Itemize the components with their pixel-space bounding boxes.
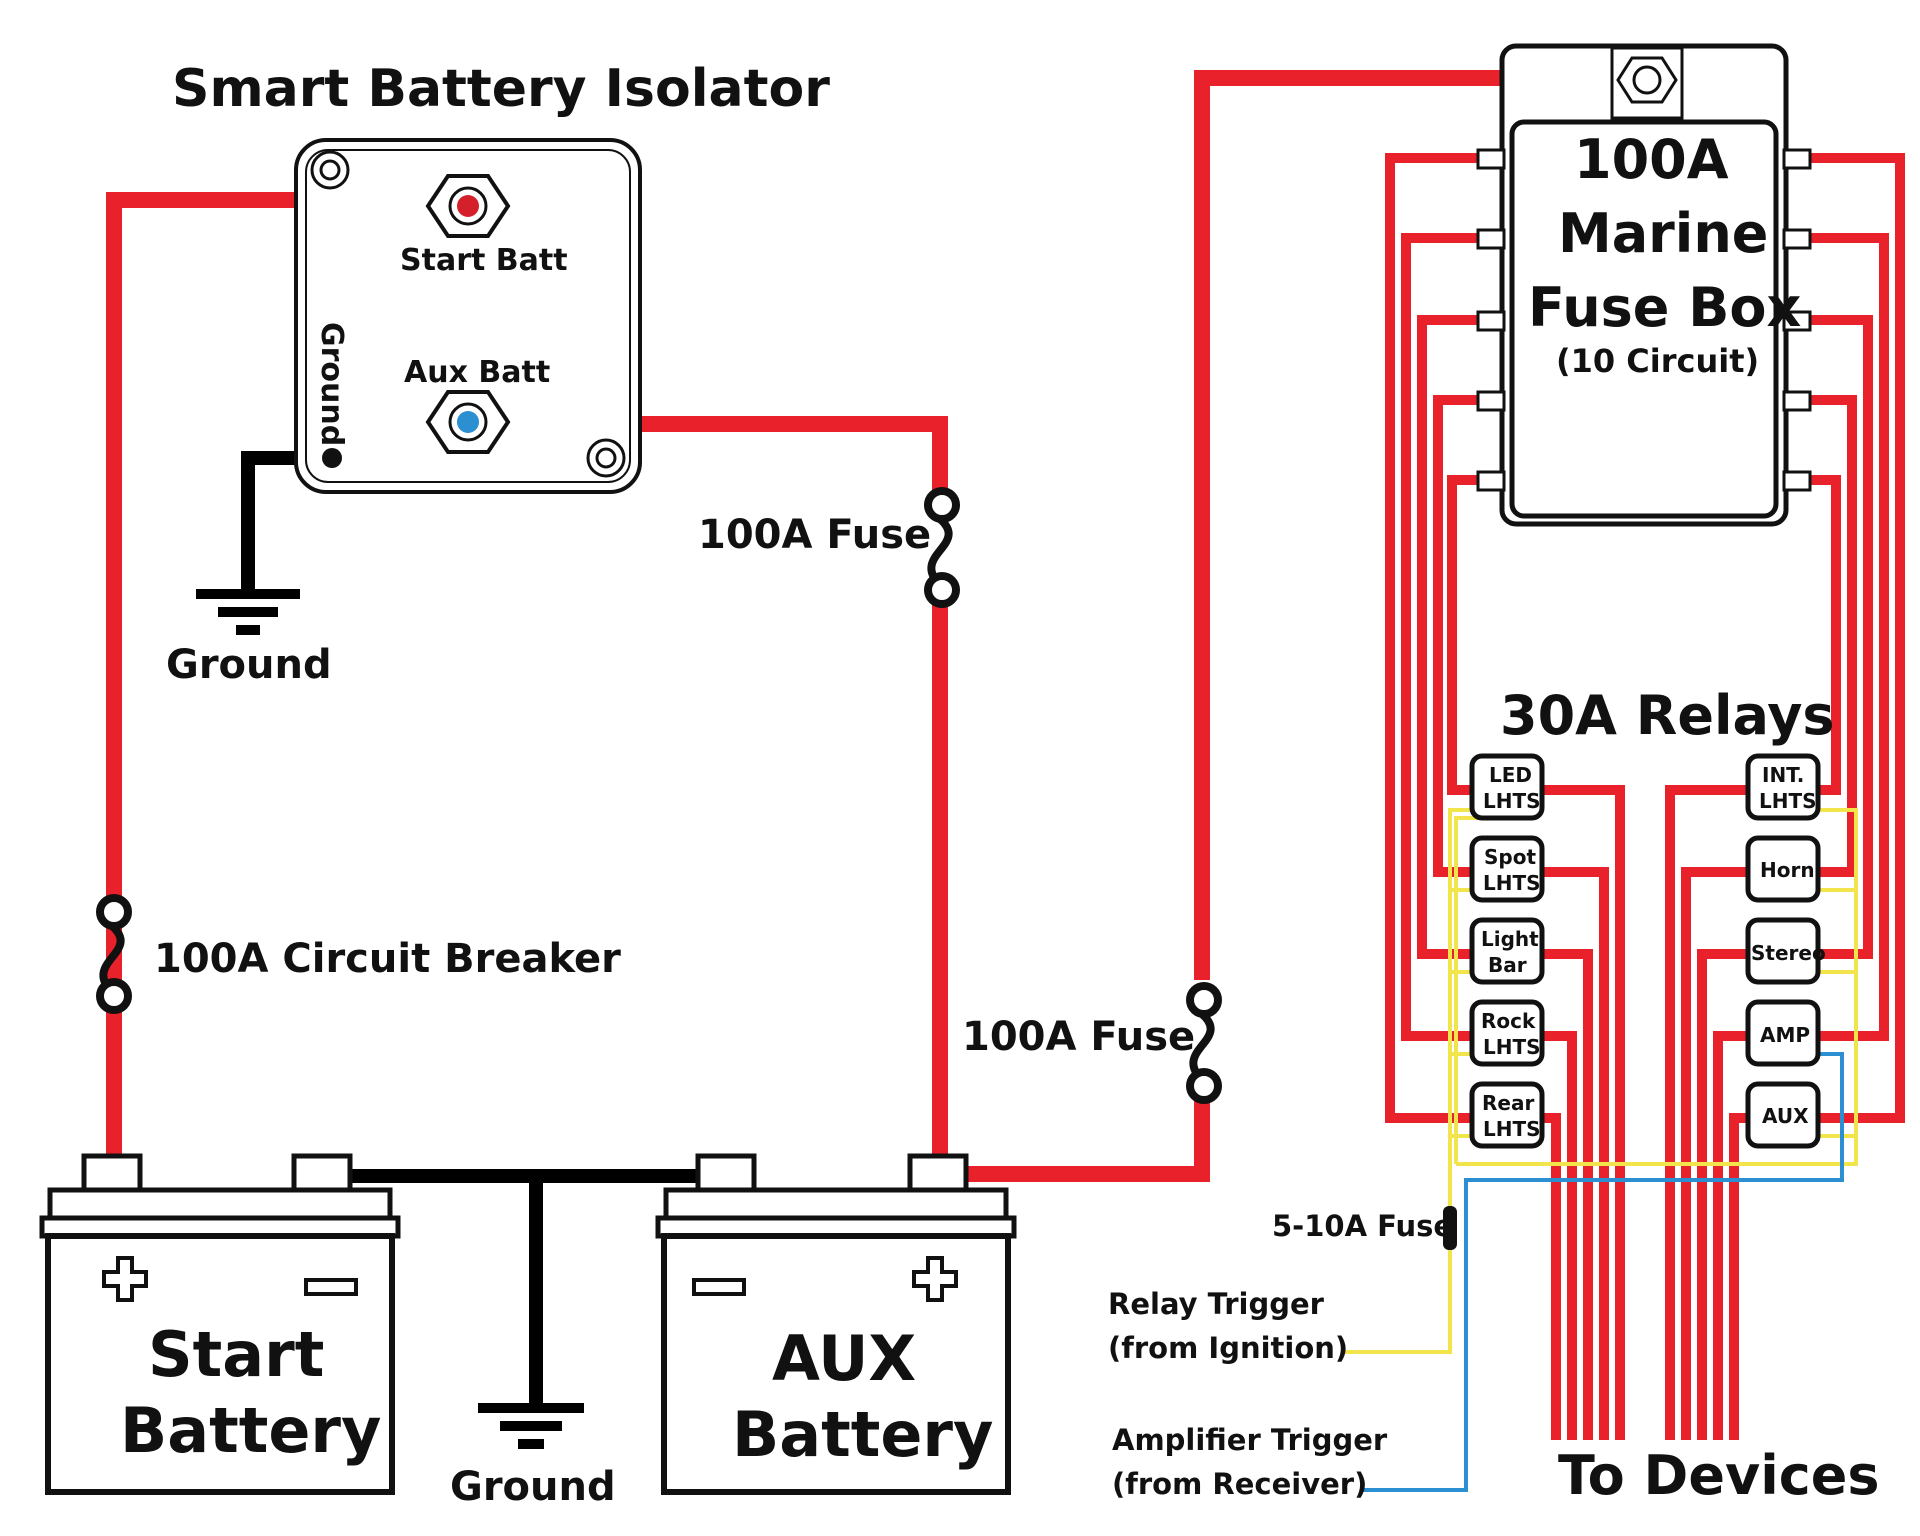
relay-horn: Horn [1745,835,1821,903]
relay-stereo: Stereo [1745,917,1826,985]
relay-spot-lhts-line2: LHTS [1483,871,1541,895]
breaker-label: 100A Circuit Breaker [154,936,621,982]
marine-fuse-box [1476,43,1812,527]
battery-isolator [294,138,642,494]
wire-fuse-to-fusebox [1194,70,1612,980]
relay-rock-lhts-line2: LHTS [1483,1035,1541,1059]
fusebox-left-outputs [1385,153,1484,1123]
relay-amp-line1: AMP [1760,1023,1810,1047]
relay-light-bar: Light Bar [1469,917,1545,985]
isolator-aux-batt-label: Aux Batt [404,355,550,390]
ground-label-bottom: Ground [450,1464,616,1510]
amp-trigger-line2: (from Receiver) [1112,1467,1367,1501]
relay-int-lhts-line2: LHTS [1759,789,1817,813]
relay-rear-lhts-line1: Rear [1482,1091,1534,1115]
relay-int-lhts: INT. LHTS [1745,753,1821,821]
relay-rear-lhts-line2: LHTS [1483,1117,1541,1141]
relay-spot-lhts: Spot LHTS [1469,835,1545,903]
relay-trigger-line2: (from Ignition) [1108,1331,1348,1365]
start-battery-line1: Start [148,1318,324,1391]
fusebox-line1: 100A [1574,128,1729,191]
amplifier-trigger-wire [1360,1052,1844,1492]
ground-symbol-bottom [478,1403,584,1449]
fusebox-line4: (10 Circuit) [1556,342,1759,380]
relay-rock-lhts-line1: Rock [1481,1009,1536,1033]
relay-rock-lhts: Rock LHTS [1469,999,1545,1067]
relay-stereo-line1: Stereo [1751,941,1826,965]
aux-battery-line1: AUX [772,1322,916,1395]
relay-amp: AMP [1745,999,1821,1067]
breaker-symbol [96,894,132,1014]
fusebox-line2: Marine [1558,202,1768,265]
relay-led-lhts-line1: LED [1489,763,1532,787]
isolator-start-batt-label: Start Batt [400,243,568,278]
relay-spot-lhts-line1: Spot [1484,845,1536,869]
relay-led-lhts-line2: LHTS [1483,789,1541,813]
relay-light-bar-line1: Light [1481,927,1539,951]
wire-aux-to-fusebox [960,1080,1210,1182]
small-fuse-label: 5-10A Fuse [1272,1209,1453,1243]
relay-trigger-line1: Relay Trigger [1108,1287,1325,1321]
relay-int-lhts-line1: INT. [1762,763,1804,787]
relay-aux-line1: AUX [1762,1104,1809,1128]
fuse-top-label: 100A Fuse [698,512,931,558]
relay-led-lhts: LED LHTS [1469,753,1545,821]
amp-trigger-line1: Amplifier Trigger [1112,1423,1388,1457]
relays-left: LED LHTS Spot LHTS Light Bar Rock LHTS R… [1469,753,1545,1149]
ground-label-top: Ground [166,642,332,688]
fusebox-line3: Fuse Box [1528,276,1801,339]
relay-horn-line1: Horn [1760,858,1815,882]
aux-battery [655,1153,1017,1495]
fuse-right-label: 100A Fuse [962,1014,1195,1060]
aux-battery-line2: Battery [732,1398,993,1471]
small-fuse-icon [1443,1206,1457,1250]
relays-title: 30A Relays [1500,684,1835,747]
to-devices-label: To Devices [1558,1444,1880,1507]
isolator-title: Smart Battery Isolator [172,59,830,119]
wire-isolator-aux-to-fuse [510,416,948,500]
relay-outputs-to-devices [1540,785,1756,1440]
relay-light-bar-line2: Bar [1488,953,1527,977]
relay-aux: AUX [1745,1081,1821,1149]
ground-symbol-top [196,589,300,635]
fuse-symbol-right [1186,982,1222,1104]
relays-right: INT. LHTS Horn Stereo AMP AUX [1745,753,1826,1149]
start-battery [39,1153,401,1495]
isolator-ground-label: Ground [314,322,349,446]
relay-rear-lhts: Rear LHTS [1469,1081,1545,1149]
start-battery-line2: Battery [120,1394,381,1467]
fuse-symbol-top [924,487,960,608]
